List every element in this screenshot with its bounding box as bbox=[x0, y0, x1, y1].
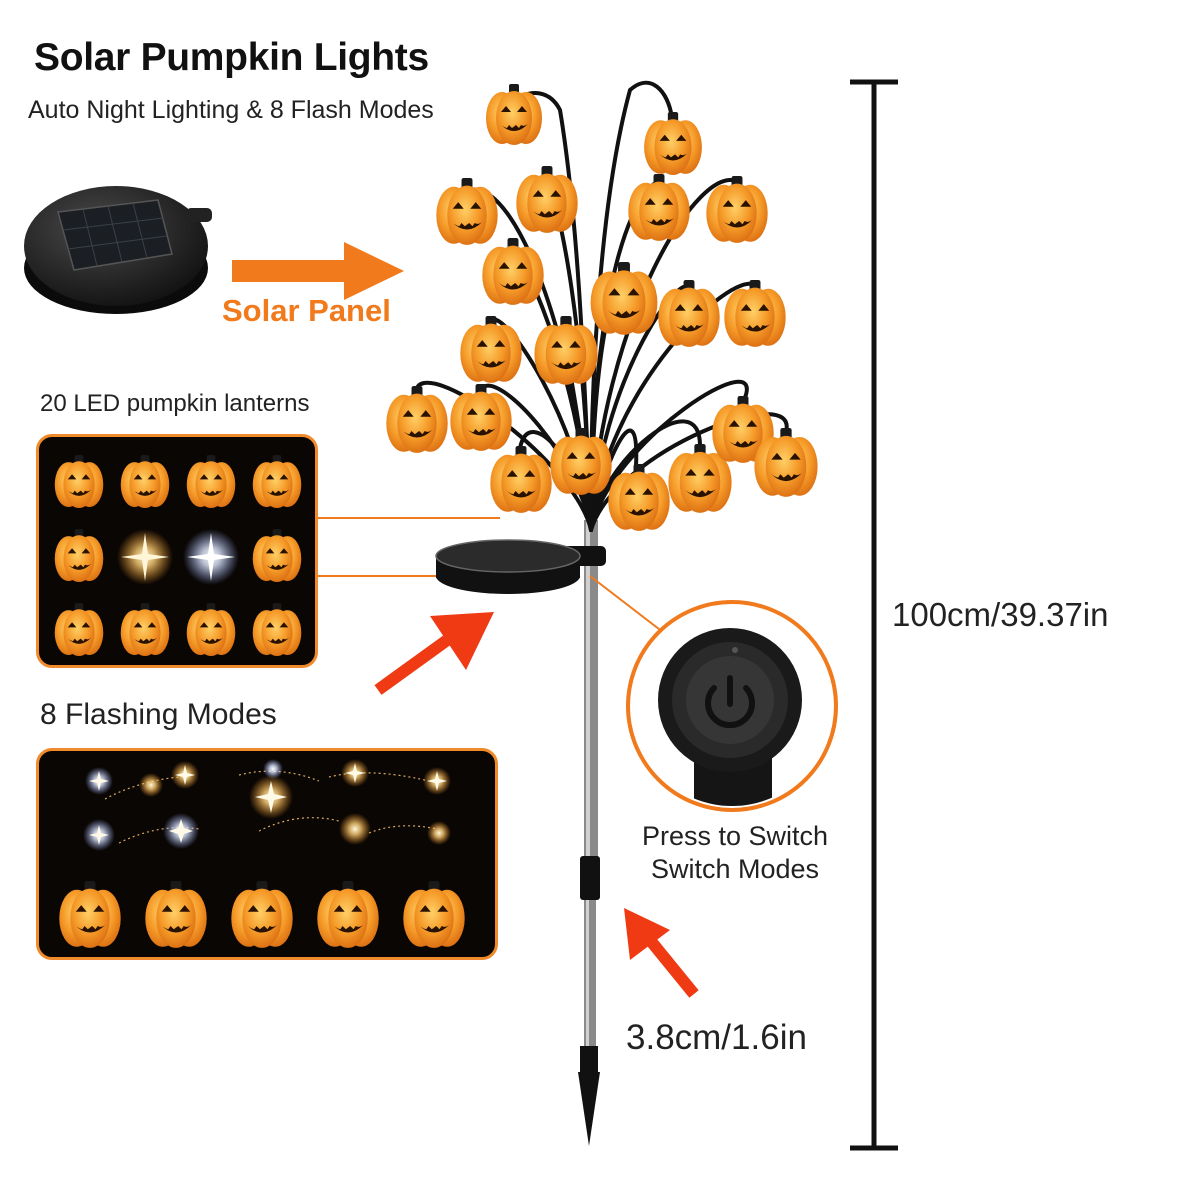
flashing-modes-panel bbox=[36, 748, 498, 960]
height-label: 100cm/39.37in bbox=[892, 596, 1109, 633]
lanterns-panel bbox=[36, 434, 318, 668]
arrow-to-stake bbox=[624, 908, 699, 998]
mounted-solar-panel bbox=[435, 539, 606, 594]
height-dimension-bar bbox=[850, 79, 898, 1151]
solar-panel-image bbox=[24, 186, 212, 314]
solar-panel-arrow bbox=[232, 242, 404, 300]
solar-panel-label: Solar Panel bbox=[222, 293, 391, 328]
callout-lines bbox=[312, 517, 669, 637]
switch-closeup bbox=[626, 600, 838, 812]
diameter-label: 3.8cm/1.6in bbox=[626, 1018, 807, 1057]
page-title: Solar Pumpkin Lights bbox=[34, 36, 429, 79]
flashing-modes-label: 8 Flashing Modes bbox=[40, 698, 277, 731]
tree-pumpkins bbox=[386, 84, 818, 531]
stake bbox=[578, 520, 600, 1146]
arrow-to-panel bbox=[374, 612, 494, 695]
switch-label-line2: Switch Modes bbox=[650, 854, 820, 884]
switch-label-line1: Press to Switch bbox=[641, 821, 829, 851]
switch-label: Press to Switch Switch Modes bbox=[610, 820, 860, 886]
page-subtitle: Auto Night Lighting & 8 Flash Modes bbox=[28, 96, 434, 124]
lanterns-label: 20 LED pumpkin lanterns bbox=[40, 390, 310, 417]
